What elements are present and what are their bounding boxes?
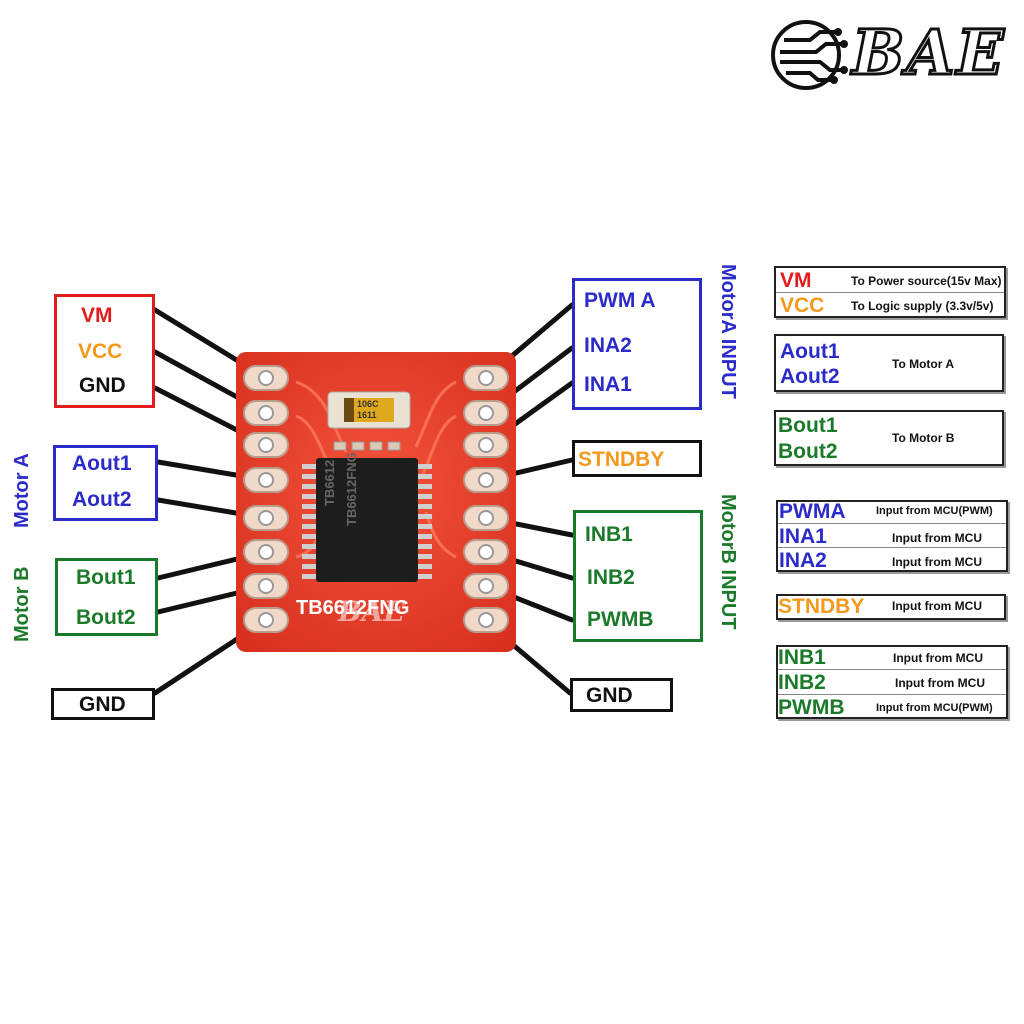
power-box xyxy=(54,294,155,408)
legend-motor-b-desc: To Motor B xyxy=(892,431,955,445)
logo-text: BAE xyxy=(851,16,1006,89)
legend-vcc-name: VCC xyxy=(780,294,825,317)
legend-ina1-name: INA1 xyxy=(779,525,827,548)
motor-b-input-box xyxy=(573,510,703,642)
pwma-label: PWM A xyxy=(584,289,656,312)
legend-vcc-desc: To Logic supply (3.3v/5v) xyxy=(851,299,994,313)
legend-bout2: Bout2 xyxy=(778,440,838,463)
gnd-label-right: GND xyxy=(586,684,633,707)
legend-inputs-a xyxy=(776,500,1008,572)
vcc-label: VCC xyxy=(78,340,123,363)
legend-vm-name: VM xyxy=(780,269,812,292)
legend-aout2: Aout2 xyxy=(780,365,840,388)
legend-ina2-name: INA2 xyxy=(779,549,827,572)
legend-stndby-name: STNDBY xyxy=(778,595,865,618)
circuit-logo-icon xyxy=(771,20,848,90)
pwmb-label: PWMB xyxy=(587,608,654,631)
motor-a-input-side-label: MotorA INPUT xyxy=(717,264,739,399)
legend-pwmb-name: PWMB xyxy=(778,696,845,719)
ina1-label: INA1 xyxy=(584,373,632,396)
legend-inb1-name: INB1 xyxy=(778,646,826,669)
legend-inb1-desc: Input from MCU xyxy=(893,651,983,665)
inb1-label: INB1 xyxy=(585,523,633,546)
capacitor-marking-2: 1611 xyxy=(357,410,377,420)
legend-stndby xyxy=(776,594,1006,620)
chip-marking-2: TB6612FNG xyxy=(344,452,359,526)
legend-aout1: Aout1 xyxy=(780,340,840,363)
pcb-board xyxy=(236,352,516,652)
legend-inb2-desc: Input from MCU xyxy=(895,676,985,690)
motor-a-input-box xyxy=(572,278,702,410)
stndby-box xyxy=(572,440,702,477)
legend-inputs-b-divider-2 xyxy=(778,694,1006,695)
gnd-label-top: GND xyxy=(79,374,126,397)
legend-inb2-name: INB2 xyxy=(778,671,826,694)
legend-ina2-desc: Input from MCU xyxy=(892,555,982,569)
motor-a-box xyxy=(53,445,158,521)
motor-a-side-label: Motor A xyxy=(11,453,33,528)
legend-ina1-desc: Input from MCU xyxy=(892,531,982,545)
legend-inputs-a-divider-2 xyxy=(778,547,1006,548)
bout1-label: Bout1 xyxy=(76,566,136,589)
legend-bout1: Bout1 xyxy=(778,414,838,437)
legend-motor-a xyxy=(774,334,1004,392)
bout2-label: Bout2 xyxy=(76,606,136,629)
legend-inputs-b-divider-1 xyxy=(778,669,1006,670)
aout2-label: Aout2 xyxy=(72,488,132,511)
inb2-label: INB2 xyxy=(587,566,635,589)
legend-power-divider xyxy=(776,292,1004,293)
legend-inputs-a-divider-1 xyxy=(778,523,1006,524)
legend-stndby-desc: Input from MCU xyxy=(892,599,982,613)
legend-pwmb-desc: Input from MCU(PWM) xyxy=(876,702,993,714)
board-silkscreen: TB6612FNG xyxy=(296,597,410,619)
motor-b-input-side-label: MotorB INPUT xyxy=(717,494,739,630)
brand-logo: BAE xyxy=(770,18,1005,92)
gnd-label-left: GND xyxy=(79,693,126,716)
board-watermark: BAE xyxy=(338,595,405,628)
legend-inputs-b xyxy=(776,645,1008,719)
gnd-box-right xyxy=(570,678,673,712)
vm-label: VM xyxy=(81,304,113,327)
aout1-label: Aout1 xyxy=(72,452,132,475)
legend-pwma-name: PWMA xyxy=(779,500,846,523)
legend-motor-b xyxy=(774,410,1004,466)
ina2-label: INA2 xyxy=(584,334,632,357)
stndby-label: STNDBY xyxy=(578,448,665,471)
legend-pwma-desc: Input from MCU(PWM) xyxy=(876,505,993,517)
motor-b-side-label: Motor B xyxy=(11,566,33,642)
capacitor-marking-1: 106C xyxy=(357,399,379,409)
gnd-box-left xyxy=(51,688,155,720)
motor-b-box xyxy=(55,558,158,636)
legend-motor-a-desc: To Motor A xyxy=(892,357,954,371)
chip-marking-1: TB6612 xyxy=(322,459,337,506)
legend-vm-desc: To Power source(15v Max) xyxy=(851,274,1002,288)
